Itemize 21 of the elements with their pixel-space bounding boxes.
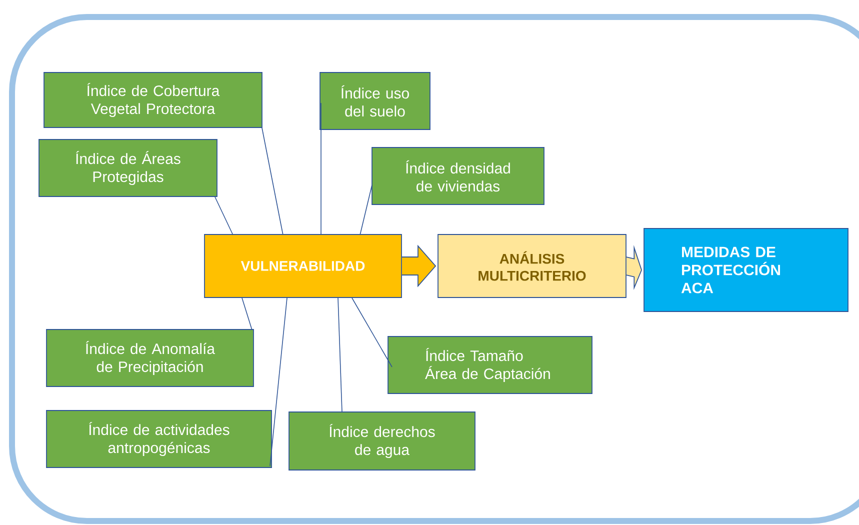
- connector-line: [352, 298, 392, 368]
- block-arrow: [626, 245, 642, 290]
- index-box: Índice derechos de agua: [288, 412, 476, 470]
- block-arrow: [402, 244, 436, 288]
- result-box: MEDIDAS DE PROTECCIÓN ACA: [644, 228, 848, 312]
- index-box: Índice densidad de viviendas: [372, 147, 544, 205]
- index-box: Índice de Anomalía de Precipitación: [46, 329, 254, 387]
- index-box: Índice Tamaño Área de Captación: [388, 336, 592, 394]
- index-box: Índice de Cobertura Vegetal Protectora: [44, 72, 262, 128]
- process-box: ANÁLISIS MULTICRITERIO: [438, 234, 626, 298]
- connector-line: [270, 298, 288, 466]
- connector-line: [338, 298, 342, 412]
- index-box: Índice de actividades antropogénicas: [46, 410, 272, 468]
- connector-line: [214, 196, 234, 236]
- connector-line: [242, 298, 252, 330]
- process-box: VULNERABILIDAD: [204, 234, 402, 298]
- index-box: Índice de Áreas Protegidas: [38, 139, 218, 197]
- connector-line: [360, 184, 372, 236]
- connector-line: [262, 128, 284, 236]
- connector-line: [320, 102, 322, 236]
- index-box: Índice uso del suelo: [320, 72, 430, 130]
